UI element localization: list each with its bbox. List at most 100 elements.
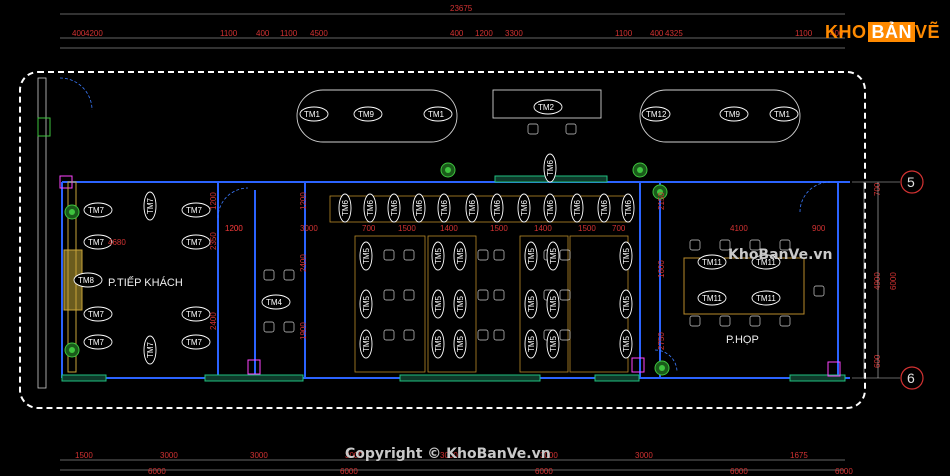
inner-dim-7: 1500	[490, 224, 508, 233]
tag-tm11: TM11	[751, 254, 781, 270]
chair	[559, 329, 571, 341]
building-boundary	[19, 71, 866, 409]
watermark-bottom: Copyright © KhoBanVe.vn	[345, 446, 551, 462]
chair	[749, 239, 761, 251]
bottom-dim-b-0: 6000	[148, 467, 166, 476]
svg-text:TM5: TM5	[434, 247, 443, 264]
svg-text:TM6: TM6	[624, 199, 633, 216]
chair	[779, 315, 791, 327]
tag-tm5: TM5	[619, 241, 633, 271]
top-dim-12: 1100	[795, 29, 813, 38]
svg-text:TM7: TM7	[186, 206, 203, 215]
watermark-center: KhoBanVe.vn	[728, 247, 833, 263]
svg-text:TM2: TM2	[538, 103, 555, 112]
svg-text:TM11: TM11	[756, 294, 776, 303]
tag-tm5: TM5	[453, 241, 467, 271]
svg-text:TM6: TM6	[468, 199, 477, 216]
svg-text:TM6: TM6	[573, 199, 582, 216]
tag-tm7: TM7	[143, 335, 157, 365]
plant-icon	[64, 342, 80, 358]
svg-text:TM5: TM5	[434, 295, 443, 312]
svg-text:TM5: TM5	[622, 247, 631, 264]
tag-tm6: TM6	[543, 193, 557, 223]
left-facade	[37, 77, 47, 389]
vert-dim-7: 1600	[657, 260, 666, 278]
chair	[477, 289, 489, 301]
chair	[383, 249, 395, 261]
left-door-swing	[59, 77, 93, 111]
svg-text:TM5: TM5	[549, 295, 558, 312]
chair	[477, 249, 489, 261]
top-dim-3: 400	[256, 29, 270, 38]
svg-text:TM6: TM6	[341, 199, 350, 216]
chair	[689, 315, 701, 327]
svg-text:TM5: TM5	[549, 247, 558, 264]
inner-dim-5: 1500	[398, 224, 416, 233]
inner-dim-4: 700	[362, 224, 376, 233]
svg-text:TM6: TM6	[520, 199, 529, 216]
tag-tm7: TM7	[181, 334, 211, 350]
svg-text:TM9: TM9	[358, 110, 375, 119]
bottom-dim-b-2: 6000	[535, 467, 553, 476]
room-label-meeting: P.HỌP	[726, 334, 759, 346]
svg-text:TM1: TM1	[428, 110, 445, 119]
tag-tm5: TM5	[359, 289, 373, 319]
svg-text:TM6: TM6	[600, 199, 609, 216]
tag-tm9: TM9	[353, 106, 383, 122]
tag-tm11: TM11	[751, 290, 781, 306]
svg-text:TM6: TM6	[546, 159, 555, 176]
top-dim-7: 1200	[475, 29, 493, 38]
vert-dim-1: 2350	[209, 232, 218, 250]
chair	[403, 249, 415, 261]
plant-icon	[632, 162, 648, 178]
inner-dim-0: 1200	[225, 224, 243, 233]
tag-tm5: TM5	[619, 289, 633, 319]
plant-icon	[652, 184, 668, 200]
tag-tm6: TM6	[570, 193, 584, 223]
svg-text:TM5: TM5	[456, 247, 465, 264]
svg-text:TM6: TM6	[366, 199, 375, 216]
top-dim-5: 4500	[310, 29, 328, 38]
svg-text:TM5: TM5	[362, 295, 371, 312]
tag-tm6: TM6	[597, 193, 611, 223]
inner-dim-6: 1400	[440, 224, 458, 233]
inner-dim-1: 4680	[108, 238, 126, 247]
tag-tm5: TM5	[431, 241, 445, 271]
svg-text:TM5: TM5	[434, 335, 443, 352]
inner-dim-9: 1500	[578, 224, 596, 233]
svg-text:TM5: TM5	[456, 335, 465, 352]
tag-tm5: TM5	[524, 289, 538, 319]
tag-tm4: TM4	[261, 294, 291, 310]
tag-tm5: TM5	[524, 329, 538, 359]
svg-text:TM6: TM6	[415, 199, 424, 216]
chair	[719, 239, 731, 251]
tag-tm5: TM5	[431, 329, 445, 359]
svg-text:TM12: TM12	[646, 110, 667, 119]
svg-text:TM1: TM1	[304, 110, 321, 119]
svg-text:TM9: TM9	[724, 110, 741, 119]
top-dim-0: 400	[72, 29, 86, 38]
svg-text:TM6: TM6	[440, 199, 449, 216]
svg-text:TM5: TM5	[622, 335, 631, 352]
room-label-reception: P.TIẾP KHÁCH	[108, 276, 183, 289]
chair	[813, 285, 825, 297]
vert-dim-8: 2750	[657, 332, 666, 350]
vert-dim-9: 700	[873, 182, 882, 196]
bottom-dim-a-7: 1675	[790, 451, 808, 460]
vert-dim-3: 1900	[299, 322, 308, 340]
tag-tm12: TM12	[641, 106, 671, 122]
svg-text:TM11: TM11	[702, 258, 722, 267]
tag-tm1: TM1	[769, 106, 799, 122]
chair	[527, 123, 539, 135]
bottom-dim-a-0: 1500	[75, 451, 93, 460]
tag-tm11: TM11	[697, 290, 727, 306]
svg-text:TM7: TM7	[88, 338, 105, 347]
tag-tm6: TM6	[363, 193, 377, 223]
vert-dim-0: 1200	[299, 192, 308, 210]
chair	[719, 315, 731, 327]
